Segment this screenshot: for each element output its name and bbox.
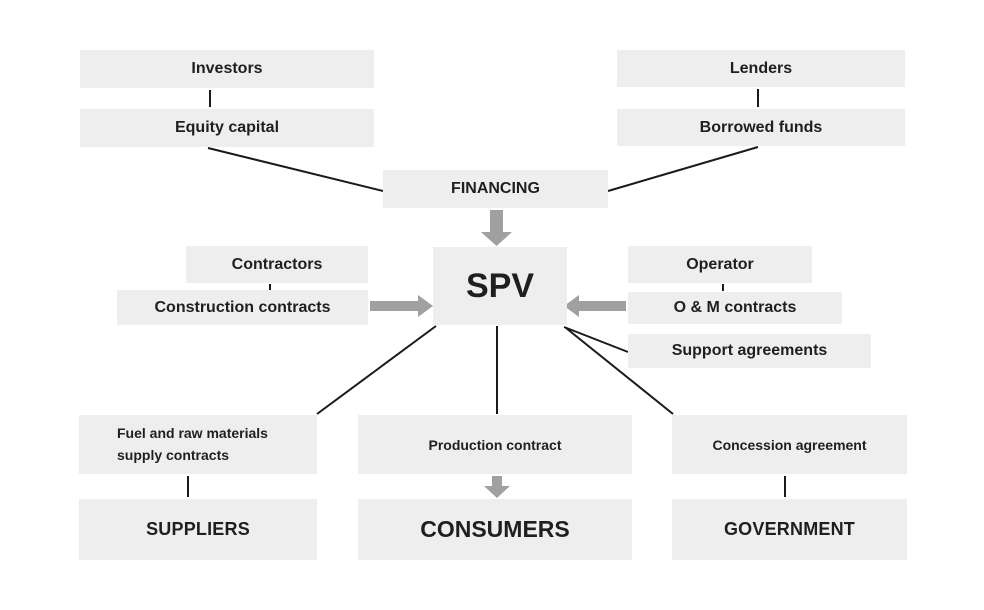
financing-to-spv-arrow: [481, 210, 512, 246]
node-spv: SPV: [433, 247, 567, 325]
node-financing-label: FINANCING: [451, 180, 540, 197]
node-concession-agreement: Concession agreement: [672, 415, 907, 474]
node-fuel-line1: Fuel and raw materials: [117, 424, 268, 441]
node-suppliers-label: SUPPLIERS: [146, 519, 250, 539]
node-support-agreements-label: Support agreements: [671, 342, 828, 359]
node-investors: Investors: [80, 50, 374, 88]
node-equity-capital-label: Equity capital: [174, 119, 280, 136]
node-lenders: Lenders: [617, 50, 905, 87]
node-production-contract-label: Production contract: [428, 436, 562, 453]
node-om-contracts: O & M contracts: [628, 292, 842, 324]
construction-to-spv-arrow: [370, 295, 433, 317]
node-financing: FINANCING: [383, 170, 608, 208]
node-government: GOVERNMENT: [672, 499, 907, 560]
node-government-label: GOVERNMENT: [723, 519, 855, 539]
edge-spv-fuel: [316, 325, 437, 415]
node-consumers-label: CONSUMERS: [420, 516, 570, 542]
node-equity-capital: Equity capital: [80, 109, 374, 147]
node-lenders-label: Lenders: [729, 59, 793, 77]
node-borrowed-funds: Borrowed funds: [617, 109, 905, 146]
node-operator-label: Operator: [686, 255, 754, 273]
node-fuel-supply-contracts: Fuel and raw materials supply contracts: [79, 415, 317, 474]
edge-spv-support: [563, 326, 629, 353]
node-borrowed-funds-label: Borrowed funds: [699, 118, 823, 136]
node-concession-agreement-label: Concession agreement: [712, 436, 867, 453]
node-contractors-label: Contractors: [231, 255, 323, 273]
edge-equity-financing: [207, 147, 384, 192]
node-construction-contracts-label: Construction contracts: [154, 298, 331, 316]
node-fuel-supply-contracts-label: Fuel and raw materials supply contracts: [117, 423, 268, 466]
node-construction-contracts: Construction contracts: [117, 290, 368, 325]
production-to-consumers-arrow: [484, 476, 510, 498]
node-consumers: CONSUMERS: [358, 499, 632, 560]
node-contractors: Contractors: [186, 246, 368, 283]
node-support-agreements: Support agreements: [628, 334, 871, 368]
node-operator: Operator: [628, 246, 812, 283]
node-investors-label: Investors: [191, 60, 263, 77]
node-fuel-line2: supply contracts: [117, 446, 230, 463]
node-suppliers: SUPPLIERS: [79, 499, 317, 560]
node-spv-label: SPV: [465, 266, 535, 305]
om-to-spv-arrow: [564, 295, 626, 317]
node-production-contract: Production contract: [358, 415, 632, 474]
edge-spv-concession: [565, 327, 674, 415]
edge-borrowed-financing: [607, 146, 759, 192]
node-om-contracts-label: O & M contracts: [673, 299, 797, 316]
